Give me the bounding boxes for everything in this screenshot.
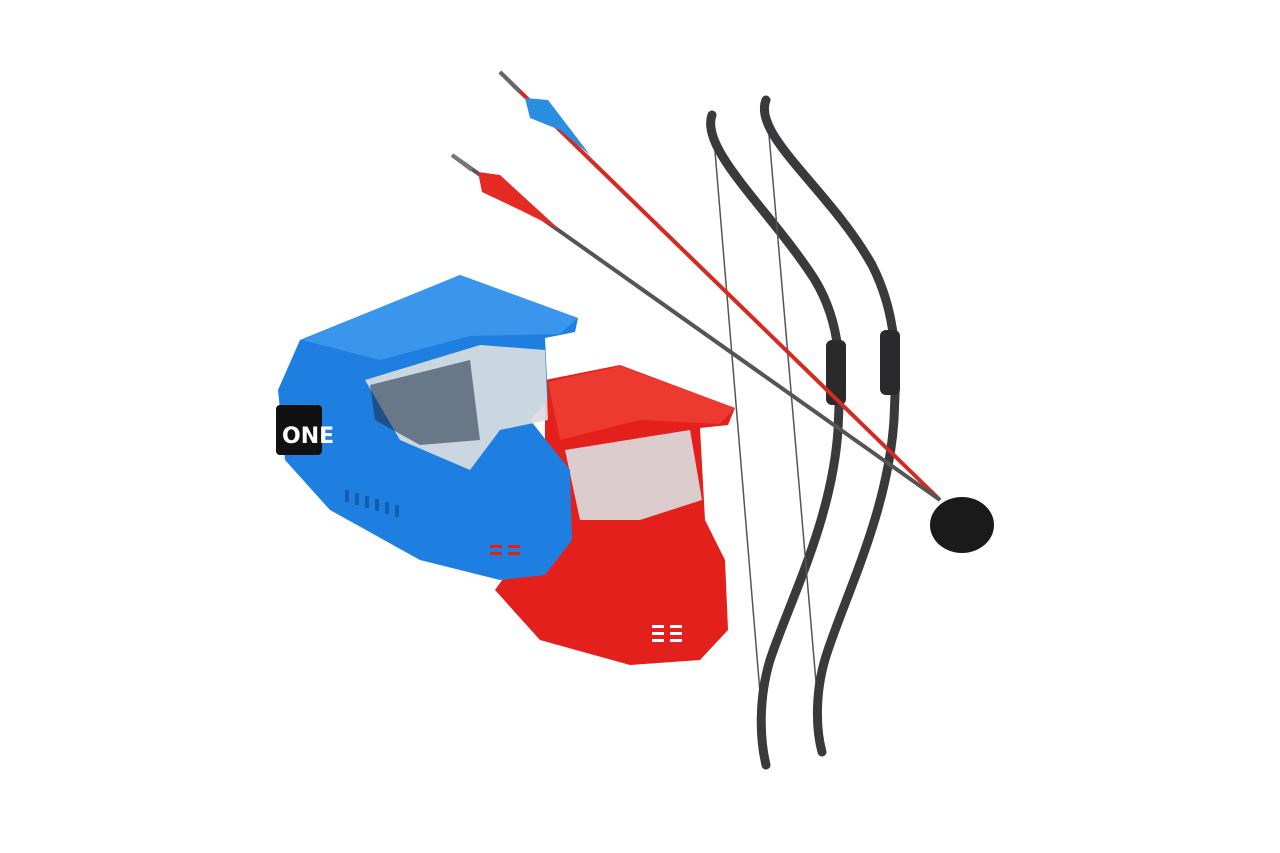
mask-logo-text: ONE (282, 424, 334, 449)
arrow-blue-fletch (498, 70, 942, 502)
bow-right-grip (880, 330, 900, 395)
blue-fletching (525, 98, 590, 155)
red-fletching (478, 172, 560, 230)
arrow-red-fletch (450, 153, 942, 502)
foam-arrow-tip (930, 497, 994, 553)
bow-left-string (711, 114, 767, 766)
mask-logo-band (276, 405, 322, 455)
blue-mask: ONE (276, 275, 578, 580)
bow-right-string (765, 99, 823, 753)
bow-left-grip (826, 340, 846, 405)
bow-right (759, 95, 900, 757)
red-mask-lens (565, 430, 702, 520)
red-mask (495, 365, 735, 665)
